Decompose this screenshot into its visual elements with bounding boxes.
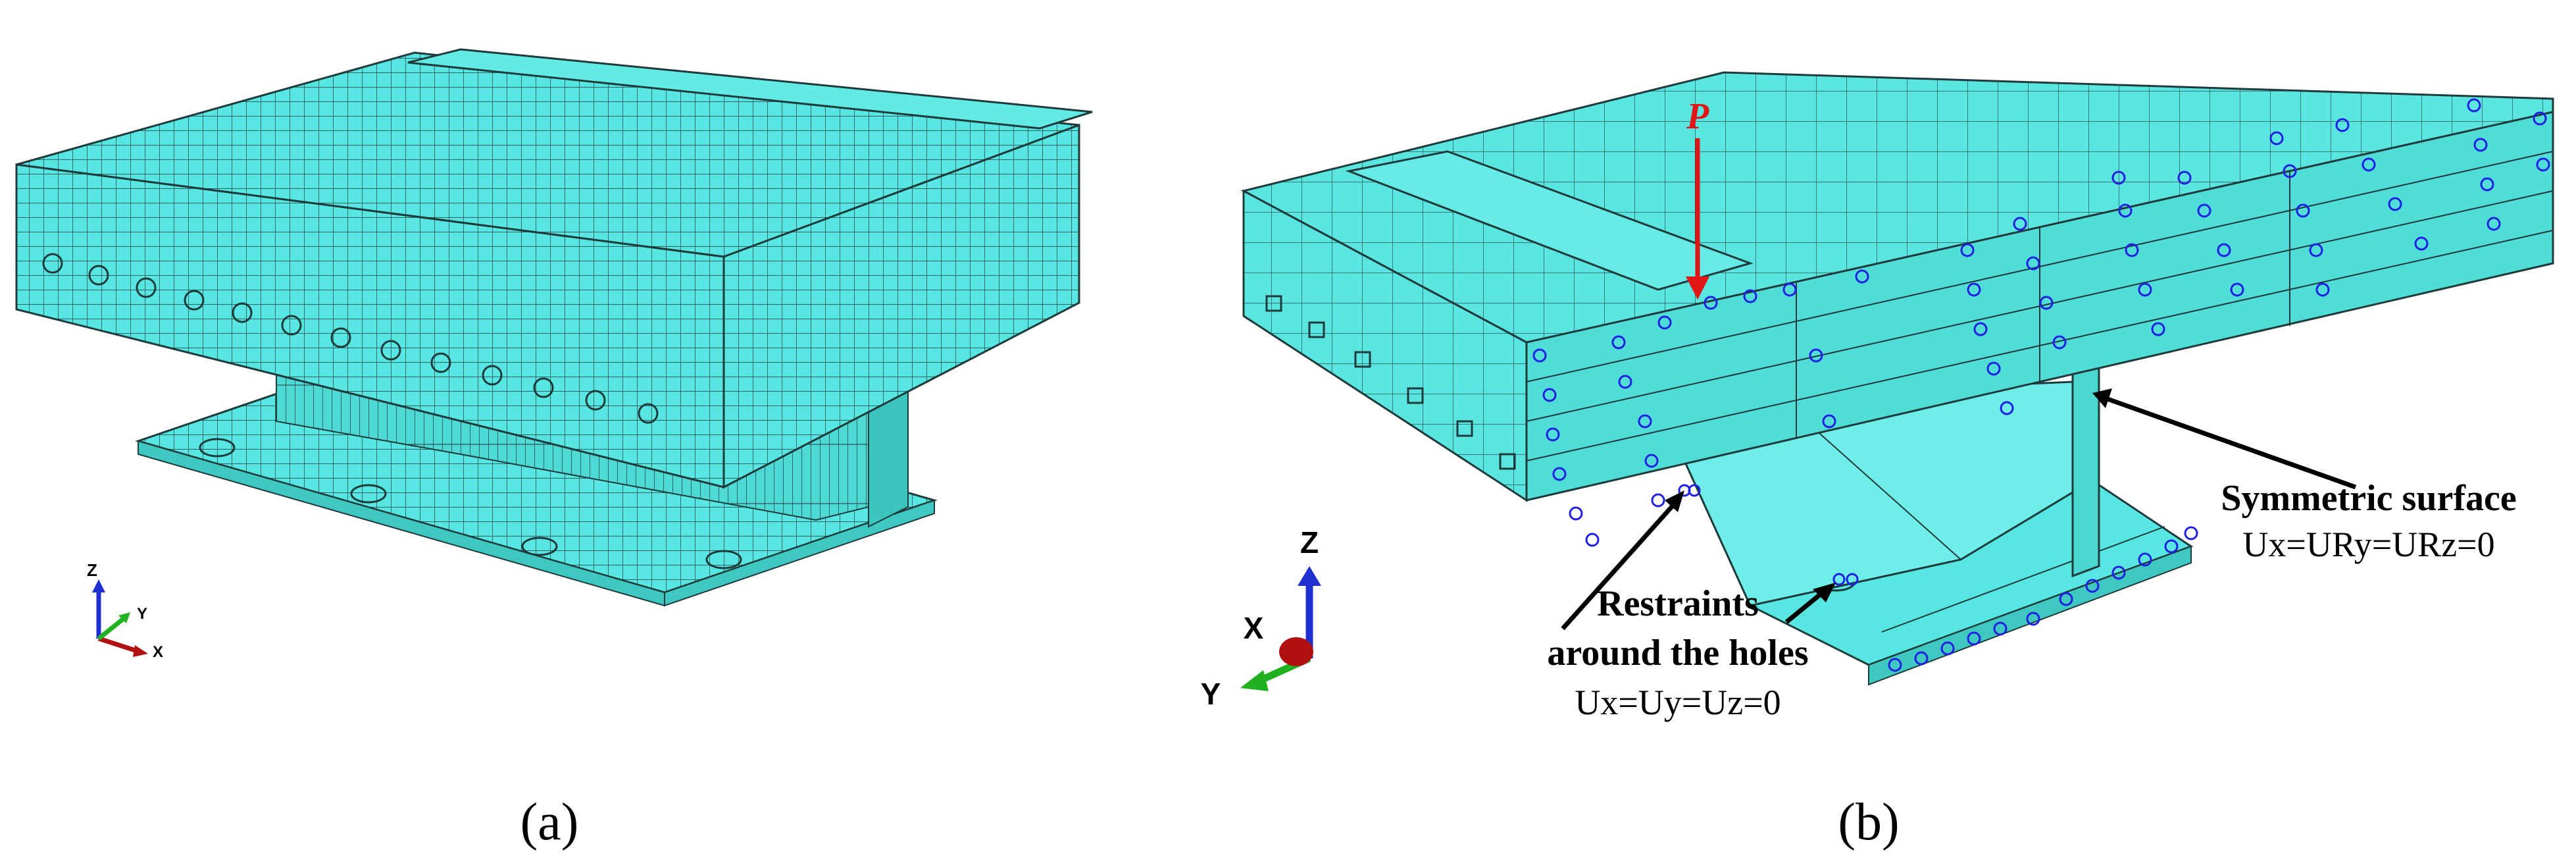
triad-a-x-label: X <box>153 643 163 661</box>
panel-a-top-strip <box>407 48 1093 130</box>
panel-a-plate-holes <box>199 438 742 569</box>
panel-a-right-face <box>722 123 1080 489</box>
triad-a-y-label: Y <box>137 605 147 623</box>
load-arrow-icon: P <box>1686 96 1709 300</box>
panel-b-model <box>1240 71 2554 686</box>
triad-b-z-label: Z <box>1300 525 1319 560</box>
symmetric-surface-equation: Ux=URy=URz=0 <box>2242 525 2494 564</box>
panel-b-caption: (b) <box>1838 793 1899 851</box>
panel-b-top-rib <box>1345 150 1754 291</box>
panel-a-caption: (a) <box>520 793 579 851</box>
constraint-group-flange <box>1888 526 2198 672</box>
triad-b-y-label: Y <box>1201 677 1221 711</box>
coordinate-triad-icon: Z X Y <box>1201 525 1321 711</box>
load-label-p: P <box>1686 96 1709 137</box>
constraint-group-symmetric <box>1960 98 2550 415</box>
constraint-group-top <box>1704 269 1869 429</box>
panel-a-model <box>15 48 1093 607</box>
annotation-restraints: Restraints around the holes Ux=Uy=Uz=0 <box>1547 583 1808 722</box>
annotation-leaders <box>1561 388 2357 631</box>
symmetric-surface-title: Symmetric surface <box>2221 478 2516 519</box>
panel-a-front-holes <box>42 253 659 424</box>
constraint-group-front <box>1532 315 1672 547</box>
restraints-line-2: around the holes <box>1547 633 1808 673</box>
panel-b-front-holes <box>1265 295 1516 470</box>
triad-a-z-label: Z <box>87 560 97 580</box>
boundary-condition-cone-icon <box>1532 98 2550 672</box>
panel-b-symmetric-web <box>2071 357 2100 578</box>
panel-a-bottom-plate-side <box>664 499 935 607</box>
panel-b-bottom-flange-edge <box>1868 545 2192 686</box>
triad-b-x-label: X <box>1244 611 1264 645</box>
constraint-group-holes <box>1678 484 1859 586</box>
restraints-equation: Ux=Uy=Uz=0 <box>1575 683 1780 722</box>
coordinate-triad-icon: Z Y X <box>87 560 163 661</box>
restraints-line-1: Restraints <box>1597 583 1759 624</box>
annotation-symmetric: Symmetric surface Ux=URy=URz=0 <box>2221 478 2516 564</box>
